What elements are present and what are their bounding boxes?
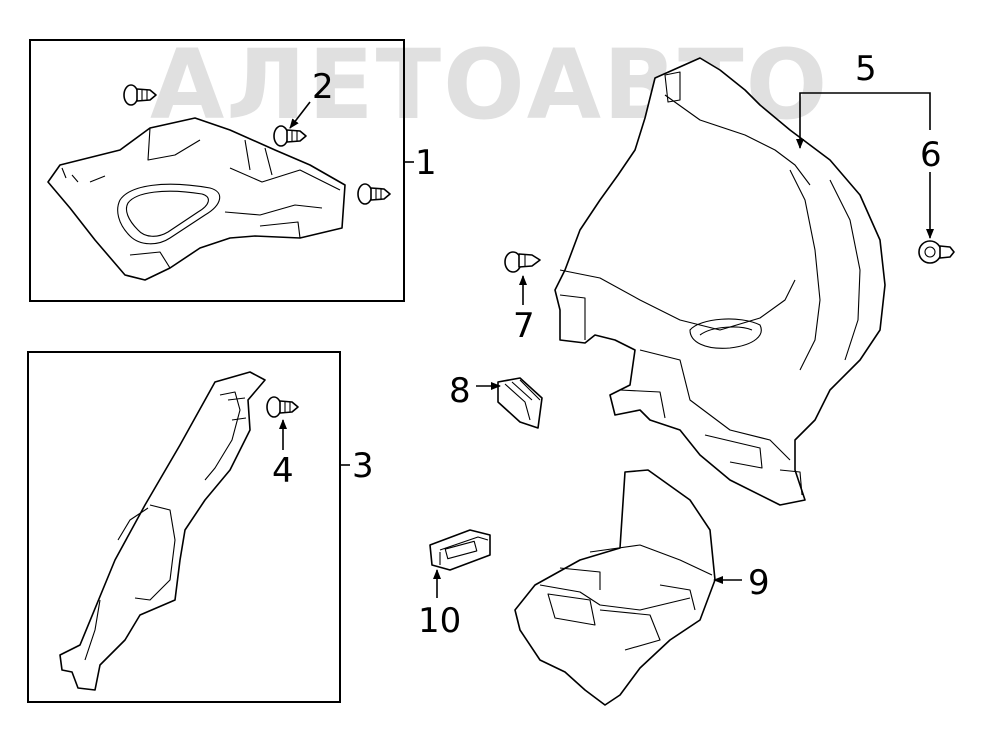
leader-5-6-link (864, 92, 931, 130)
leader-2 (289, 101, 311, 129)
bracket-8-part (497, 377, 543, 429)
callout-1: 1 (415, 143, 437, 183)
group-box-3 (27, 351, 341, 703)
callout-10: 10 (418, 601, 461, 641)
callout-7: 7 (513, 306, 535, 346)
clip-right-part (357, 183, 391, 205)
storage-bin-part (514, 469, 716, 706)
clip-top-left-part (123, 84, 157, 106)
leader-5 (796, 92, 864, 149)
callout-8: 8 (449, 371, 471, 411)
group-box-1 (29, 39, 405, 302)
callout-6: 6 (920, 135, 942, 175)
callout-2: 2 (312, 67, 334, 107)
quarter-trim-panel-part (47, 117, 346, 281)
callout-9: 9 (748, 563, 770, 603)
pillar-trim-part (59, 371, 266, 691)
luggage-side-panel-part (554, 57, 886, 506)
fastener-6-part (918, 240, 955, 264)
clip-2-part (273, 125, 307, 147)
callout-3: 3 (352, 446, 374, 486)
callout-4: 4 (272, 451, 294, 491)
clip-7-part (504, 251, 541, 273)
clip-4-part (266, 396, 299, 418)
lamp-10-part (429, 529, 491, 571)
callout-5: 5 (855, 49, 877, 89)
